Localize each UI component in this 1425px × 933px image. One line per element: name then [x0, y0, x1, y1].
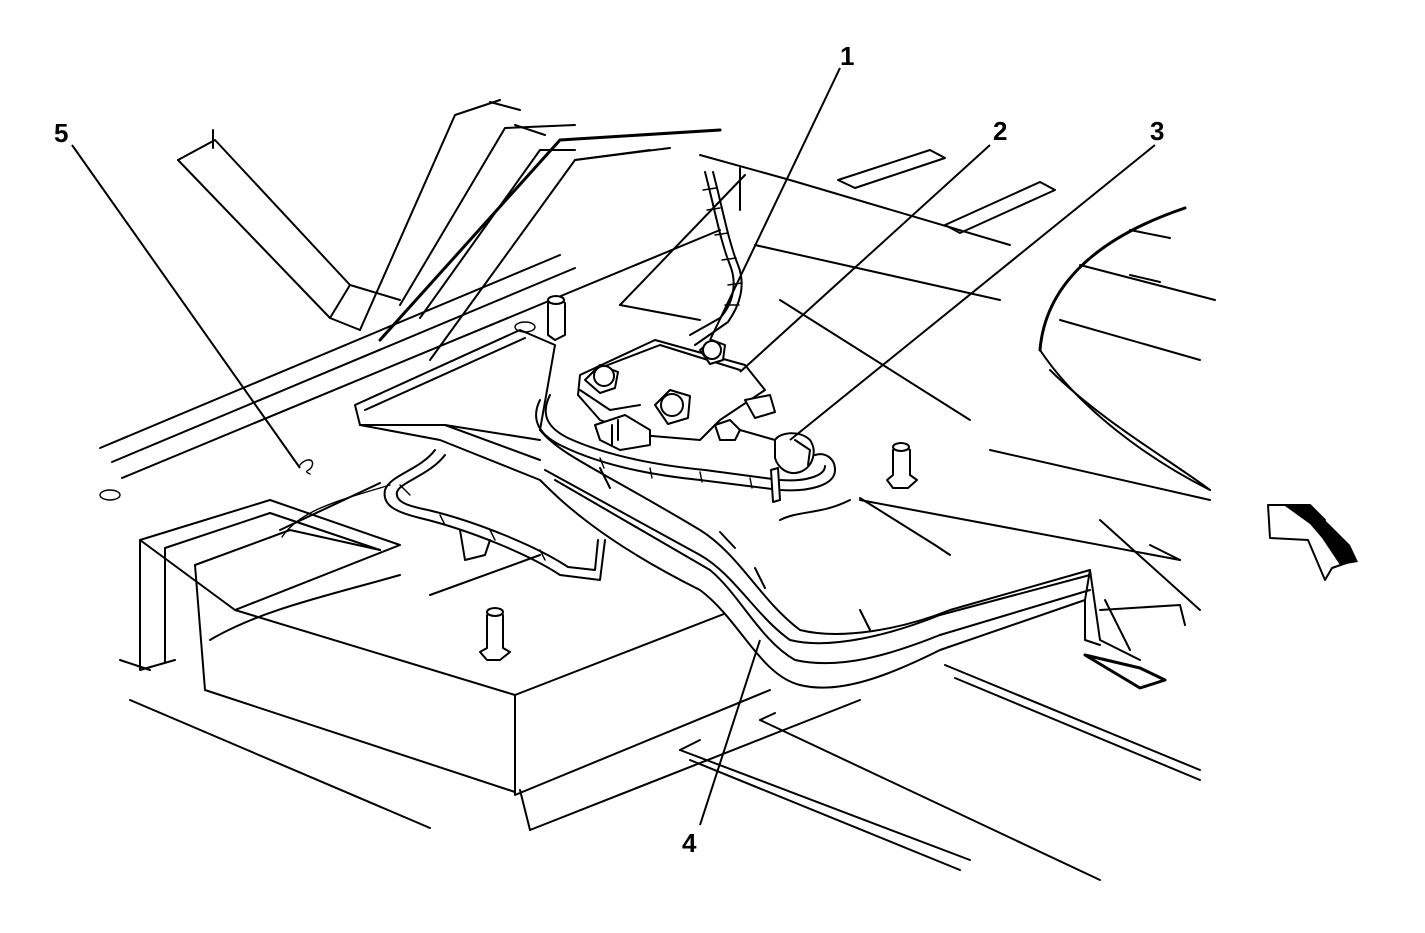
duct-assembly	[354, 329, 1186, 690]
callout-2: 2	[993, 116, 1007, 146]
callout-leader-4	[699, 639, 761, 826]
floor-block	[139, 482, 861, 831]
callout-leader-5	[71, 144, 301, 469]
module-assembly	[577, 339, 815, 474]
floor-studs	[99, 295, 918, 661]
floor-panel-lines	[99, 99, 1216, 881]
callout-3: 3	[1150, 116, 1164, 146]
callout-leader-1	[709, 67, 841, 341]
callout-4: 4	[682, 828, 697, 858]
callout-1: 1	[840, 41, 854, 71]
callout-leader-3	[789, 144, 1156, 441]
wiring-harness	[383, 171, 836, 581]
forward-direction-arrow-icon	[1267, 504, 1358, 581]
callout-5: 5	[54, 118, 68, 148]
callout-leaders	[71, 67, 1156, 826]
callout-labels: 1 2 3 4 5	[54, 41, 1164, 858]
callout-leader-2	[739, 144, 991, 373]
